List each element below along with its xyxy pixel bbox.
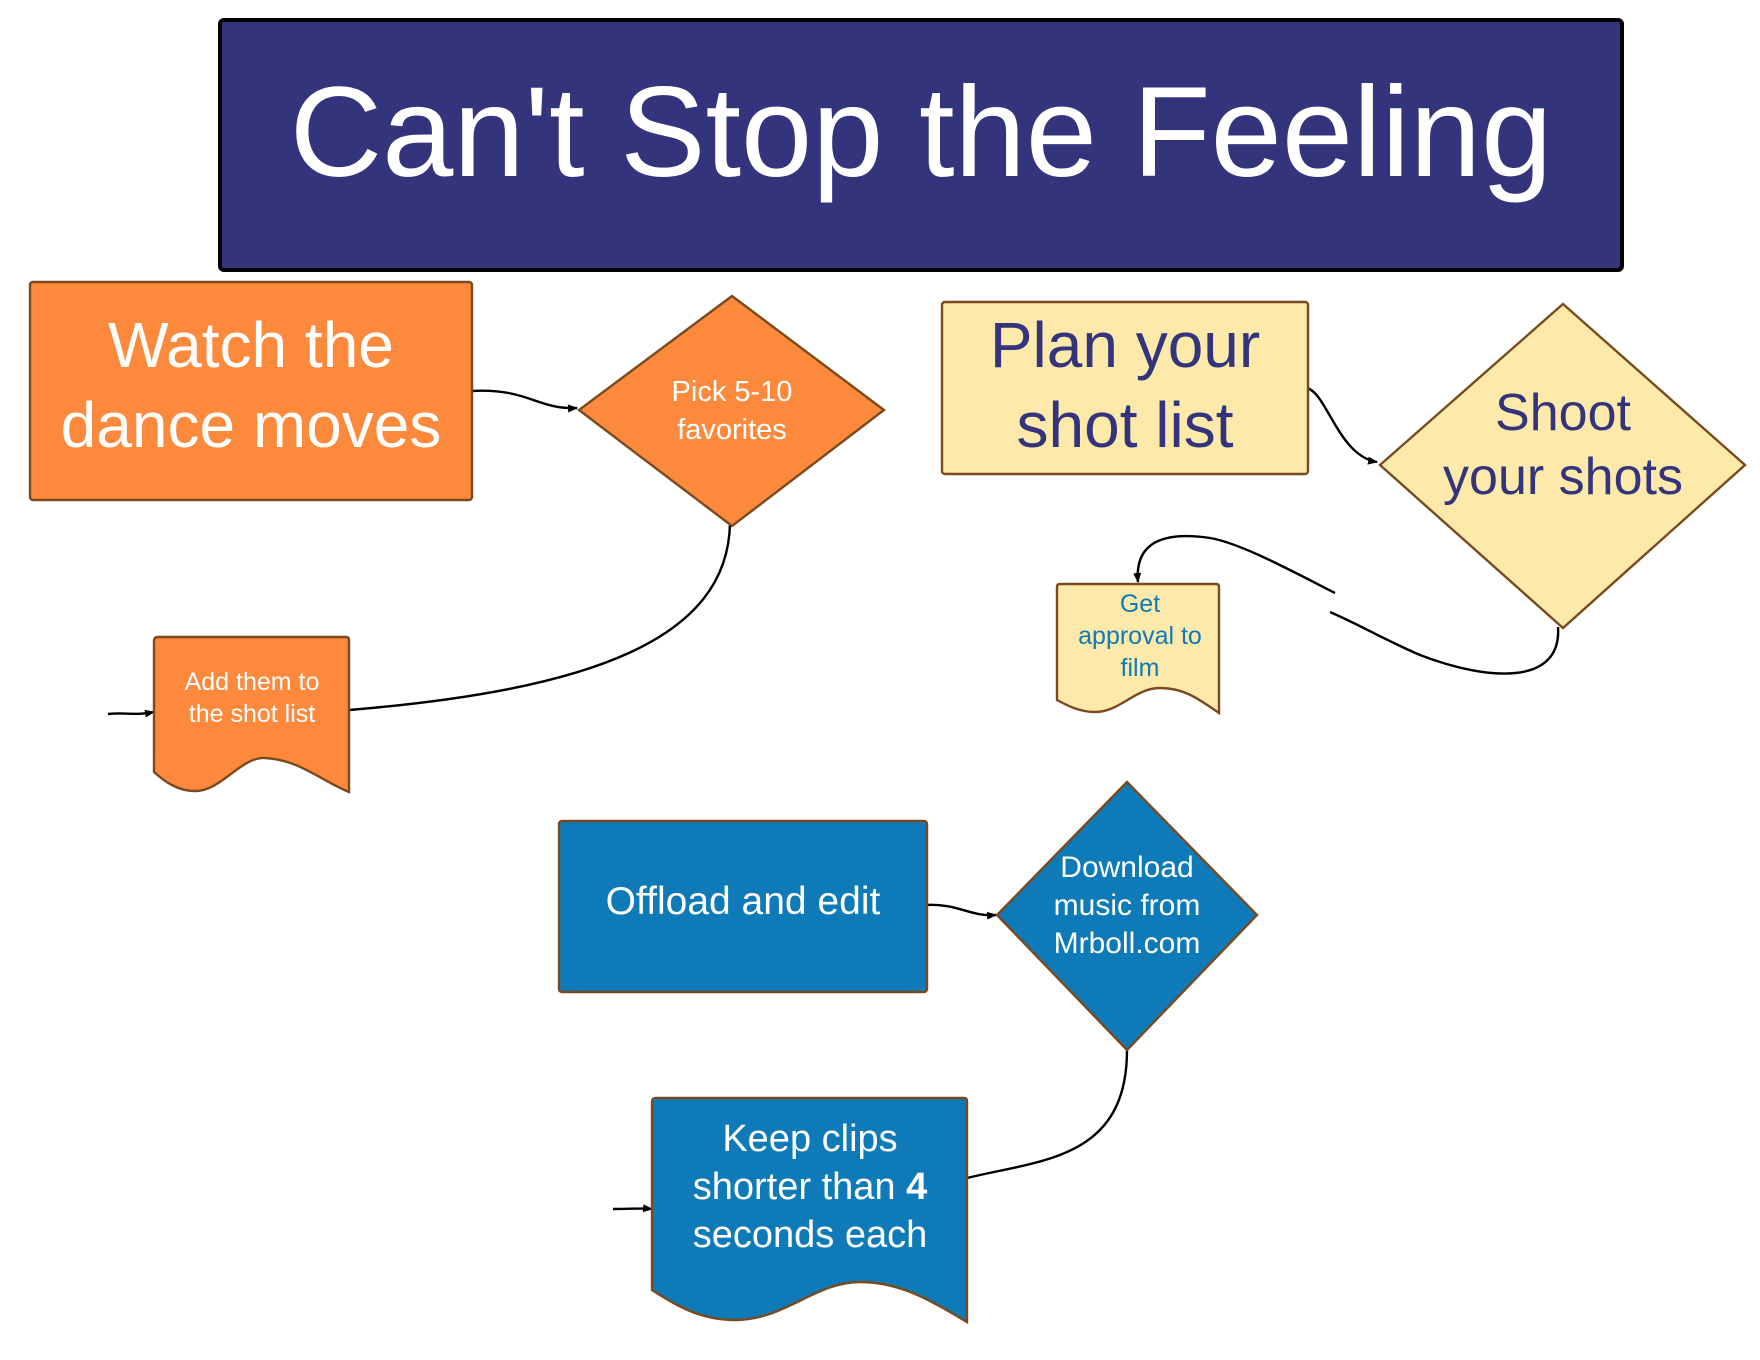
watch-label: Watch the: [108, 309, 394, 381]
connector-download-to-keep: [966, 1049, 1129, 1180]
node-plan-shot-list: Plan your shot list: [940, 300, 1310, 476]
connectors: [107, 386, 1560, 1213]
plan-box: [940, 300, 1310, 476]
plan-label-line2: shot list: [1017, 389, 1234, 461]
pick-label-line2: favorites: [677, 414, 787, 446]
shoot-diamond: [1378, 302, 1747, 630]
keep-label-line2-number: 4: [906, 1166, 927, 1208]
node-offload-edit: Offload and edit: [557, 819, 929, 994]
connector-shoot-to-approval-part2: [1133, 534, 1336, 595]
title-background: [218, 18, 1624, 272]
node-get-approval: Get approval to film: [1055, 582, 1221, 716]
keep-document-shape: [650, 1096, 969, 1325]
title-banner: Can't Stop the Feeling: [218, 18, 1624, 272]
node-watch-dance-moves: Watch the dance moves: [28, 280, 474, 502]
node-keep-clips: Keep clips shorter than 4 seconds each: [650, 1096, 969, 1325]
connector-pick-to-add: [348, 522, 732, 712]
connector-shoot-to-approval-part1: [1329, 610, 1560, 675]
diagram-title: Can't Stop the Feeling: [290, 61, 1553, 204]
watch-box: [28, 280, 474, 502]
download-label-line2: music from: [1054, 889, 1201, 922]
connector-watch-to-pick: [471, 389, 578, 413]
add-label-line2: the shot list: [189, 700, 316, 728]
connector-plan-to-shoot: [1305, 386, 1378, 465]
node-add-to-shot-list: Add them to the shot list: [152, 635, 351, 794]
download-diamond: [995, 780, 1259, 1052]
connector-offload-to-download: [924, 903, 997, 920]
pick-label: Pick 5-10: [672, 376, 793, 408]
watch-label-line2: dance moves: [61, 389, 442, 461]
pick-diamond: [577, 294, 886, 528]
approval-label-line3: film: [1121, 654, 1160, 682]
approval-label: Get: [1120, 590, 1160, 618]
offload-label: Offload and edit: [606, 880, 881, 923]
offload-box: [557, 819, 929, 994]
node-shoot-shots: Shoot your shots: [1378, 302, 1747, 630]
shoot-label-line2: your shots: [1443, 448, 1683, 506]
plan-label: Plan your: [990, 309, 1260, 381]
keep-label-line3: seconds each: [693, 1214, 928, 1256]
download-label: Download: [1060, 851, 1193, 884]
download-label-line3: Mrboll.com: [1054, 927, 1201, 960]
node-pick-favorites: Pick 5-10 favorites: [577, 294, 886, 528]
keep-label: Keep clips: [722, 1118, 897, 1160]
keep-label-line2-text: shorter than: [693, 1166, 906, 1208]
approval-document-shape: [1055, 582, 1221, 716]
node-download-music: Download music from Mrboll.com: [995, 780, 1259, 1052]
add-document-shape: [152, 635, 351, 794]
keep-label-line2: shorter than 4: [693, 1166, 927, 1208]
shoot-label: Shoot: [1495, 384, 1631, 442]
approval-label-line2: approval to: [1078, 622, 1202, 650]
connector-add-entry: [107, 709, 155, 718]
add-label: Add them to: [185, 668, 320, 696]
